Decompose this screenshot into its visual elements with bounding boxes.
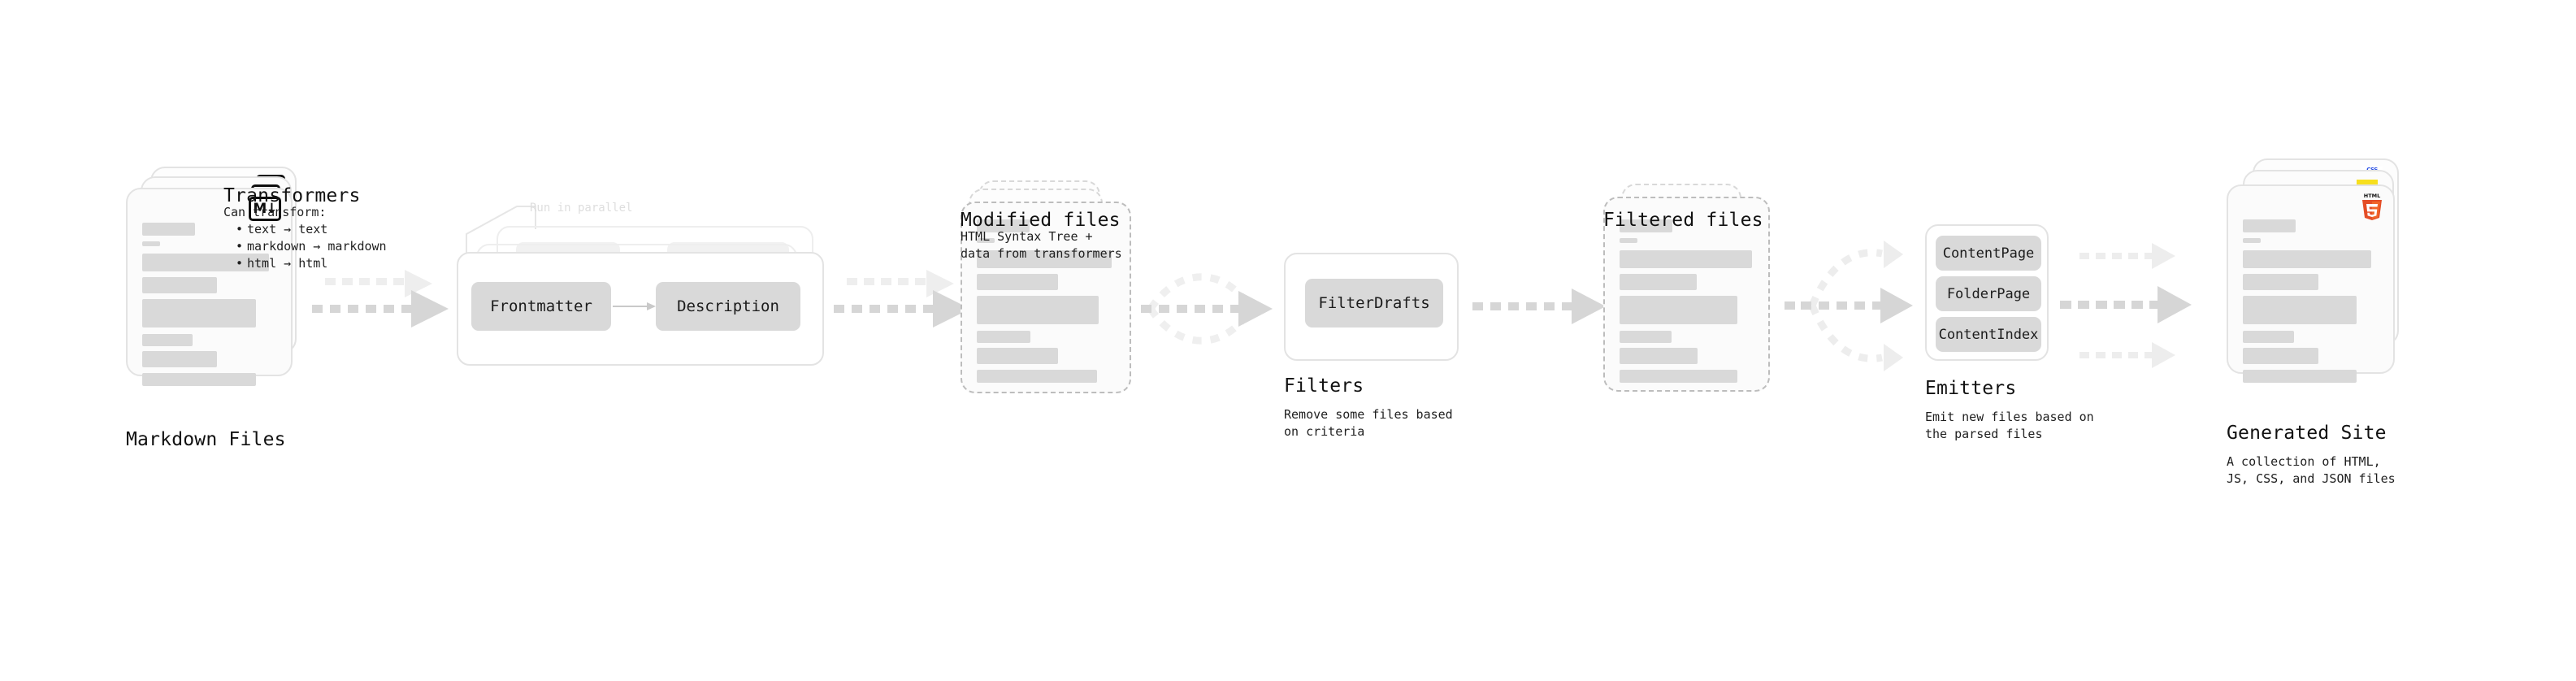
filters-box[interactable]: FilterDrafts (1284, 253, 1459, 361)
arrow-filters-to-filtered (1472, 288, 1606, 324)
markdown-card-front: M↓ (126, 188, 293, 386)
generated-site-description: A collection of HTML, JS, CSS, and JSON … (2227, 454, 2396, 486)
skeleton-bar (142, 299, 256, 327)
skeleton-bar (977, 219, 1030, 232)
skeleton-bar (142, 351, 217, 367)
skeleton-bar (2243, 331, 2294, 343)
markdown-badge-front: M↓ (249, 197, 281, 221)
modified-files-stack (961, 180, 1147, 393)
skeleton-bar (2243, 238, 2261, 243)
modified-files-title: Modified files (961, 210, 1121, 231)
emitters-title: Emitters (1925, 378, 2017, 399)
emitter-pill-contentindex[interactable]: ContentIndex (1936, 317, 2041, 352)
transform-flow-arrow (613, 302, 656, 310)
parallel-bracket (466, 206, 536, 254)
skeleton-bar (2243, 250, 2371, 268)
skeleton-bar (142, 334, 193, 346)
svg-text:HTML: HTML (2364, 193, 2380, 199)
transformer-pill-frontmatter[interactable]: Frontmatter (471, 282, 611, 331)
generated-site-title: Generated Site (2227, 423, 2387, 444)
modified-card-front (961, 202, 1131, 393)
arrow-modified-to-filters (1141, 273, 1273, 345)
arrow-filtered-to-emitters (1785, 241, 1913, 371)
transformers-intro: Can transform: (223, 205, 327, 219)
skeleton-bar (1620, 331, 1672, 343)
skeleton-bar (1620, 348, 1698, 364)
arrow-markdown-to-transformers (312, 270, 449, 327)
html5-icon: HTML (2362, 193, 2382, 220)
skeleton-bar (977, 370, 1097, 383)
skeleton-bar (977, 238, 995, 243)
skeleton-bar (142, 223, 195, 236)
transformers-group: Run in parallel Frontmatter Description (452, 202, 834, 367)
emitters-description: Emit new files based on the parsed files (1925, 410, 2094, 441)
transformers-title: Transformers (223, 185, 361, 206)
site-card-front: HTML (2227, 184, 2395, 383)
transform-item: html → html (236, 255, 387, 272)
skeleton-bar (142, 277, 217, 293)
transformer-pill-description[interactable]: Description (656, 282, 800, 331)
skeleton-bar (2243, 370, 2357, 383)
filters-description: Remove some files based on criteria (1284, 407, 1453, 439)
transform-item: markdown → markdown (236, 238, 387, 255)
transform-item: text → text (236, 221, 387, 238)
modified-files-description: HTML Syntax Tree + data from transformer… (961, 229, 1122, 261)
emitter-pill-contentpage[interactable]: ContentPage (1936, 236, 2041, 271)
filtered-card-front (1603, 197, 1770, 392)
skeleton-bar (977, 274, 1058, 290)
skeleton-bar (977, 331, 1030, 343)
skeleton-bar (1620, 296, 1737, 324)
skeleton-bar (2243, 296, 2357, 324)
skeleton-bar (142, 373, 256, 386)
skeleton-bar (142, 241, 160, 246)
emitters-box[interactable]: ContentPage FolderPage ContentIndex (1925, 224, 2049, 361)
emitter-pill-folderpage[interactable]: FolderPage (1936, 276, 2041, 311)
run-in-parallel-label: Run in parallel (530, 202, 633, 215)
arrow-emitters-to-site (2060, 243, 2192, 368)
generated-site-stack: CSS HTML (2227, 158, 2422, 383)
skeleton-bar (977, 250, 1112, 268)
transformers-transform-list: text → text markdown → markdown html → h… (234, 221, 387, 272)
skeleton-bar (977, 348, 1058, 364)
arrow-transformers-to-modified (834, 270, 970, 327)
filtered-files-stack (1603, 184, 1790, 395)
skeleton-bar (2243, 348, 2318, 364)
skeleton-bar (1620, 250, 1752, 268)
skeleton-bar (2243, 274, 2318, 290)
skeleton-bar (2243, 219, 2296, 232)
skeleton-bar (1620, 274, 1697, 290)
skeleton-bar (1620, 219, 1672, 232)
skeleton-bar (1620, 238, 1637, 243)
skeleton-bar (977, 296, 1099, 324)
transformer-panel-front[interactable]: Frontmatter Description (457, 252, 824, 366)
filters-title: Filters (1284, 375, 1364, 397)
filtered-files-title: Filtered files (1603, 210, 1763, 231)
skeleton-bar (1620, 370, 1737, 383)
filter-pill-filterdrafts[interactable]: FilterDrafts (1305, 279, 1443, 327)
markdown-files-title: Markdown Files (126, 429, 286, 450)
